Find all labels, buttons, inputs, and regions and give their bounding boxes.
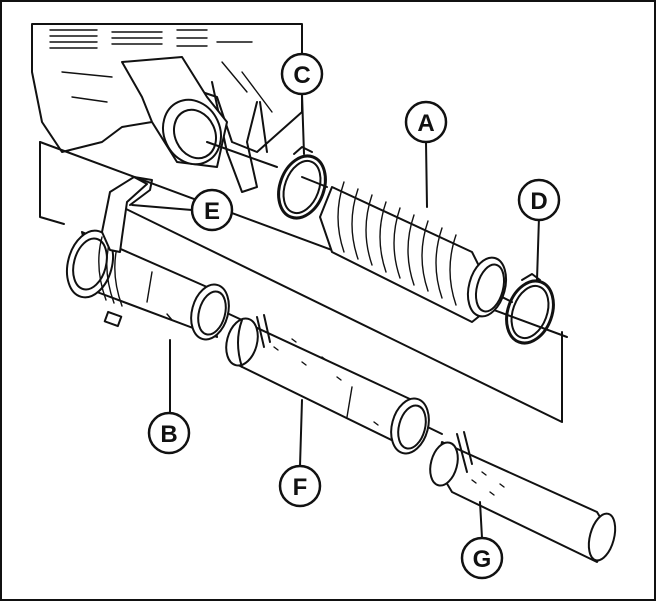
blower-housing [31, 23, 303, 193]
leader-lines [131, 93, 540, 539]
label-a: A [417, 110, 434, 137]
label-e: E [204, 198, 220, 225]
flex-hose-a [319, 181, 508, 323]
callout-a: A [404, 100, 448, 144]
clamp-d [505, 273, 555, 345]
callout-g: G [460, 536, 504, 580]
label-f: F [293, 474, 308, 501]
label-b: B [160, 421, 177, 448]
label-c: C [293, 62, 310, 89]
clamp-c [277, 146, 327, 220]
label-g: G [473, 546, 492, 573]
nozzle-g [429, 431, 617, 563]
callout-e: E [190, 188, 234, 232]
handle-e [101, 176, 153, 253]
tube-f [225, 314, 430, 455]
callout-c: C [280, 52, 324, 96]
callout-b: B [147, 411, 191, 455]
callout-d: D [517, 178, 561, 222]
callout-f: F [278, 464, 322, 508]
label-d: D [530, 188, 547, 215]
tube-b [65, 229, 230, 341]
